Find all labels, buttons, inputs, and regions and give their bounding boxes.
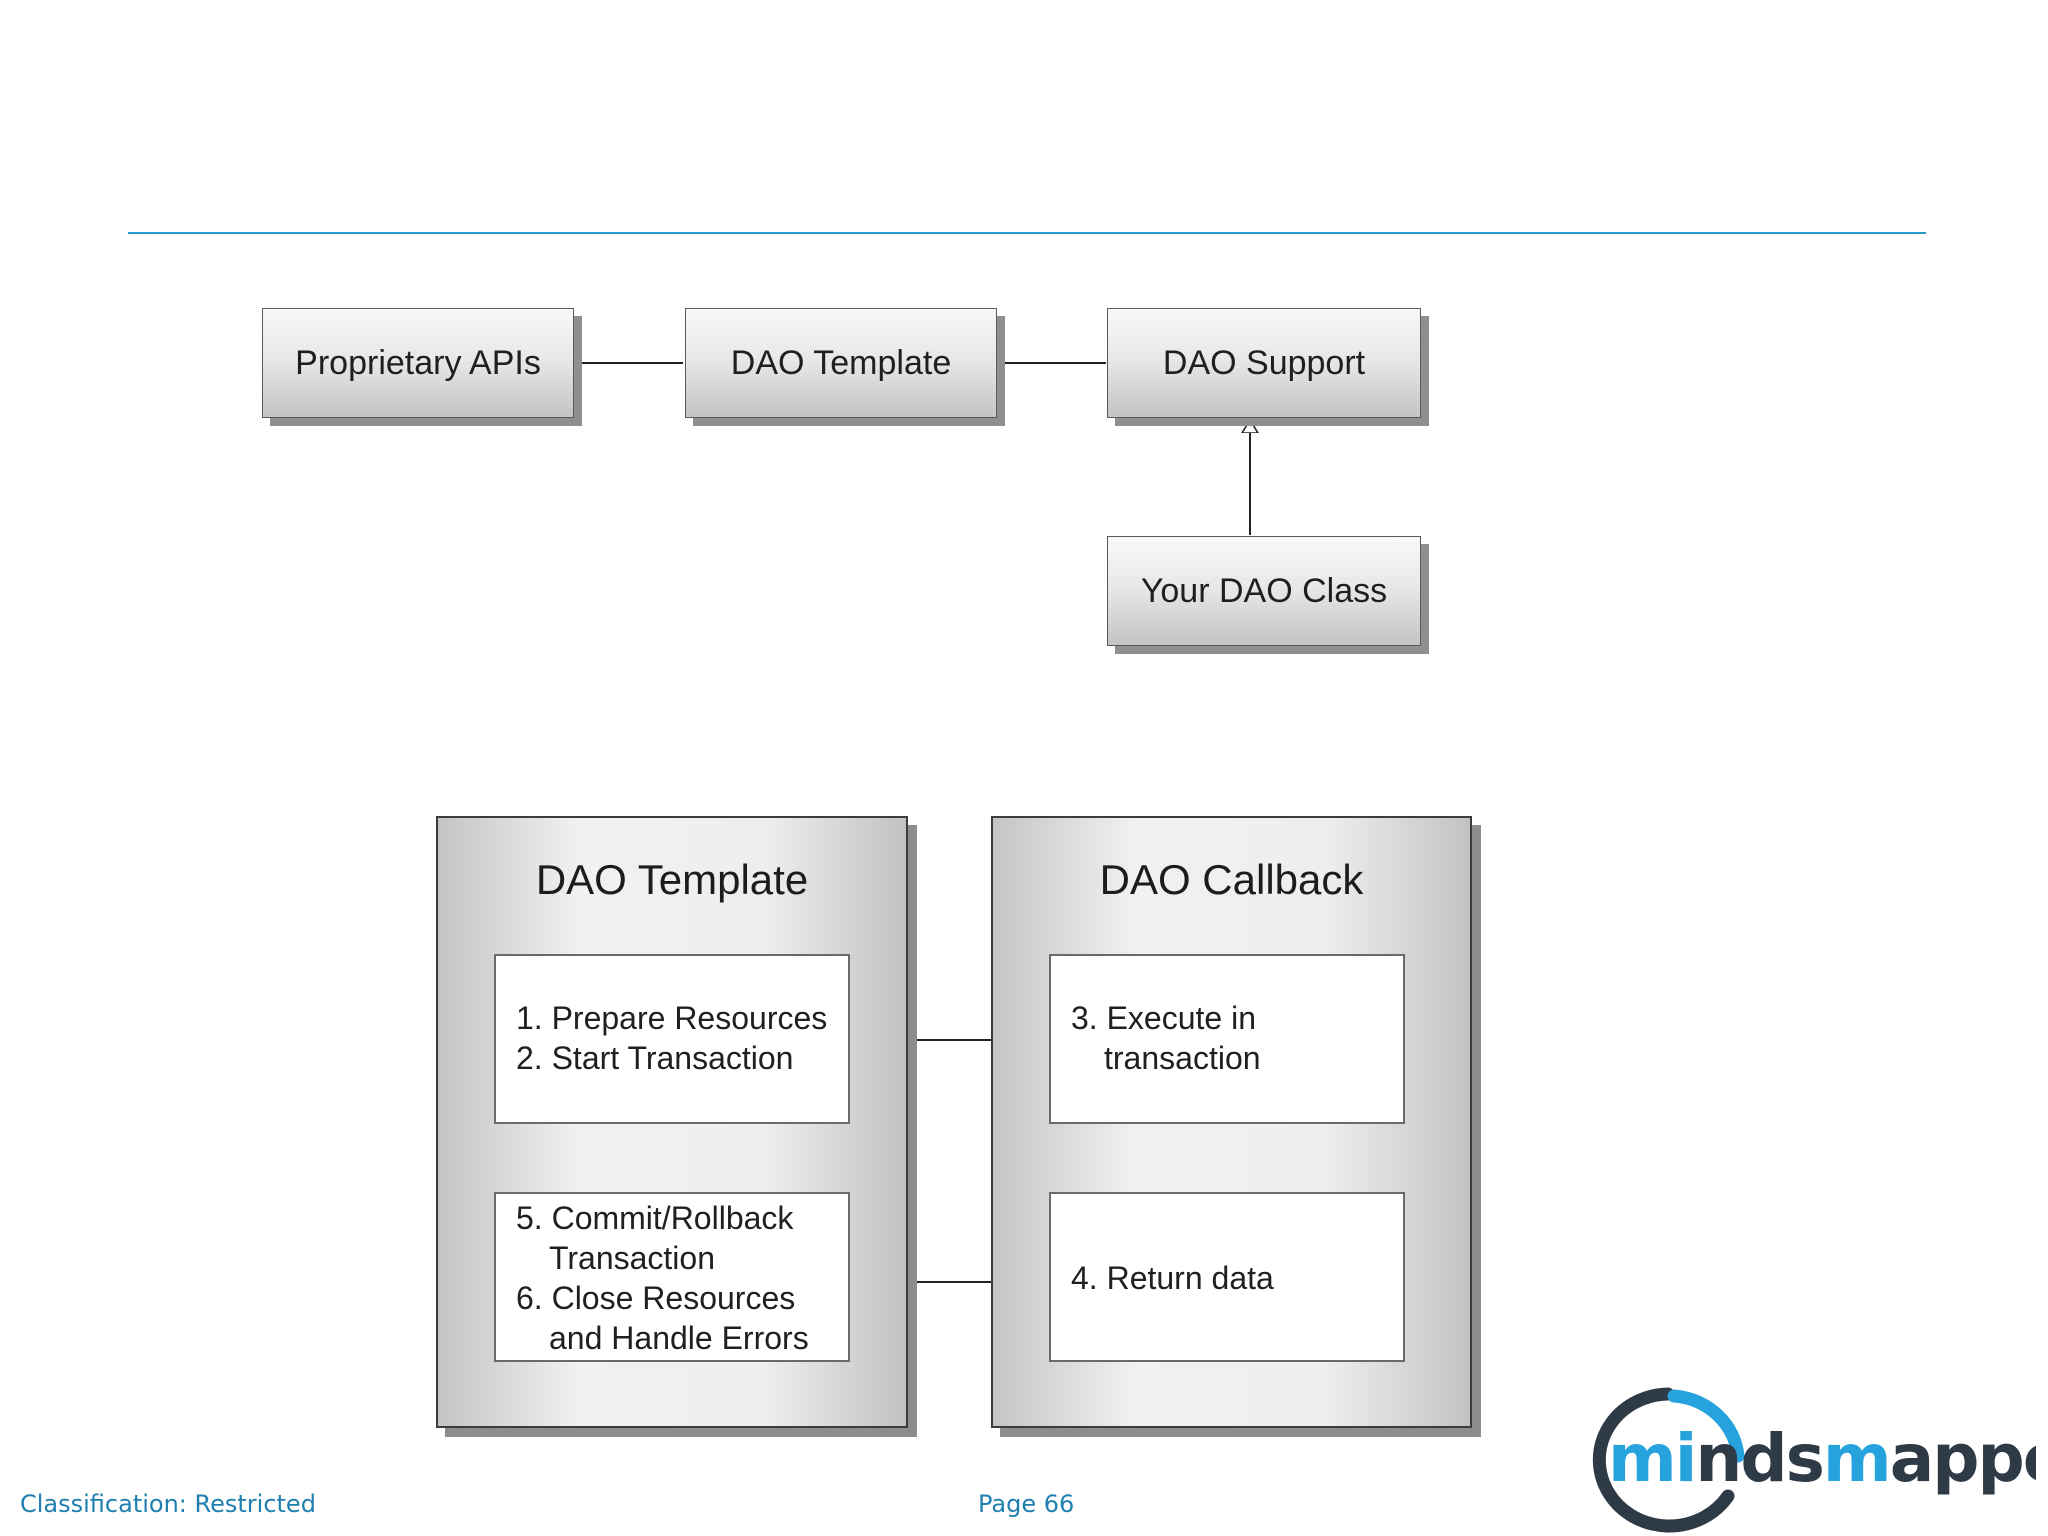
step-execute-in: 3. Execute in <box>1071 1000 1256 1036</box>
callback-step-box-execute: 3. Execute in transaction <box>1049 954 1405 1124</box>
dao-template-panel-title: DAO Template <box>535 856 809 903</box>
template-step-box-prepare: 1. Prepare Resources 2. Start Transactio… <box>494 954 850 1124</box>
dao-support-label: DAO Support <box>1162 343 1366 382</box>
step-commit-rollback: 5. Commit/Rollback <box>516 1200 794 1236</box>
page-number: Page 66 <box>978 1490 1075 1518</box>
svg-text:mindsmapped: mindsmapped <box>1608 1420 2036 1497</box>
dao-callback-panel: DAO Callback 3. Execute in transaction 4… <box>991 816 1472 1428</box>
your-dao-class-box: Your DAO Class <box>1107 536 1421 646</box>
your-dao-class-label: Your DAO Class <box>1140 571 1388 610</box>
mindsmapped-logo: mindsmapped <box>1592 1387 2036 1533</box>
step-close-resources-cont: and Handle Errors <box>549 1320 809 1356</box>
step-commit-rollback-cont: Transaction <box>549 1240 715 1276</box>
proprietary-apis-box: Proprietary APIs <box>262 308 574 418</box>
dao-support-box: DAO Support <box>1107 308 1421 418</box>
step-prepare-resources: 1. Prepare Resources <box>516 1000 828 1036</box>
template-step-box-commit: 5. Commit/Rollback Transaction 6. Close … <box>494 1192 850 1362</box>
callback-step-box-return: 4. Return data <box>1049 1192 1405 1362</box>
logo-text-mi: mi <box>1608 1420 1695 1497</box>
step-close-resources: 6. Close Resources <box>516 1280 796 1316</box>
step-start-transaction: 2. Start Transaction <box>516 1040 794 1076</box>
dao-template-box: DAO Template <box>685 308 997 418</box>
logo-text-nds: nds <box>1695 1420 1823 1497</box>
dao-template-panel: DAO Template 1. Prepare Resources 2. Sta… <box>436 816 908 1428</box>
step-return-data: 4. Return data <box>1071 1260 1274 1296</box>
dao-template-label: DAO Template <box>730 343 952 382</box>
header-rule <box>128 232 1926 234</box>
classification-label: Classification: Restricted <box>20 1490 316 1518</box>
dao-callback-panel-title: DAO Callback <box>1099 856 1364 903</box>
step-execute-in-cont: transaction <box>1104 1040 1261 1076</box>
logo-text-m: m <box>1823 1420 1890 1497</box>
proprietary-apis-label: Proprietary APIs <box>295 343 541 382</box>
logo-text-apped: apped <box>1890 1420 2036 1497</box>
